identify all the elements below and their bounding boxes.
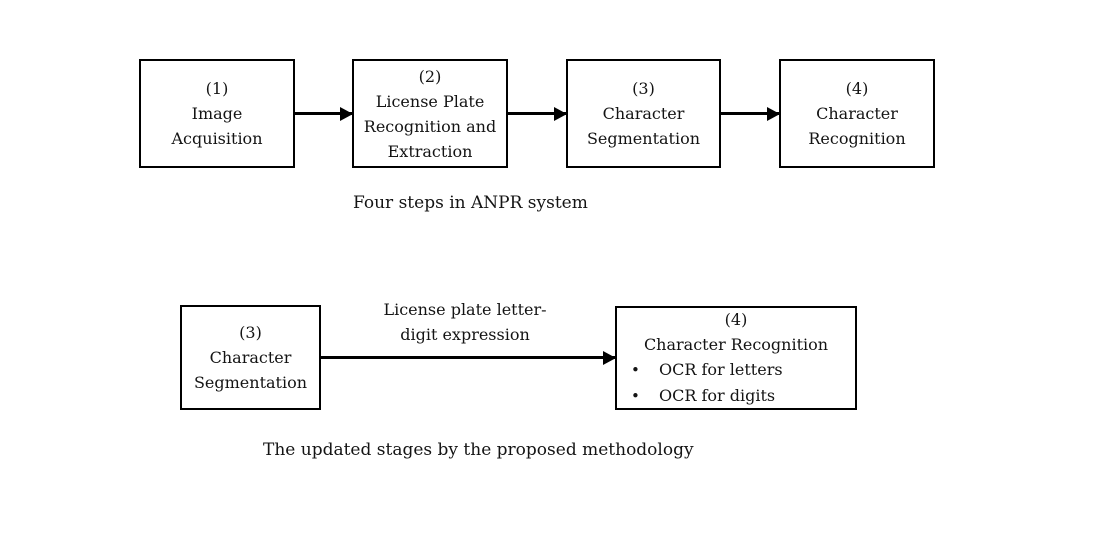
flow-box-image-acquisition: (1) Image Acquisition — [139, 59, 295, 168]
diagram2-caption: The updated stages by the proposed metho… — [263, 440, 694, 460]
updated-box-character-recognition: (4) Character Recognition • OCR for lett… — [615, 306, 857, 410]
box-label-line: Recognition — [808, 129, 906, 148]
box-label-line: Segmentation — [586, 129, 701, 148]
arrow-label: License plate letter- digit expression — [340, 297, 590, 347]
box-label-line: Extraction — [387, 141, 473, 161]
box-number: (2) — [418, 66, 442, 86]
bullet-icon: • — [631, 361, 640, 379]
bullet-text: OCR for letters — [659, 360, 783, 379]
arrow-right-icon — [720, 112, 779, 115]
box-label-line: Acquisition — [171, 129, 263, 148]
box-number: (4) — [845, 79, 869, 98]
flow-box-character-recognition: (4) Character Recognition — [779, 59, 935, 168]
arrow-label-line: License plate letter- — [383, 300, 547, 319]
list-item: • OCR for letters — [619, 357, 853, 383]
box-label-line: Segmentation — [193, 373, 308, 392]
bullet-text: OCR for digits — [659, 386, 776, 405]
box-label-line: License Plate — [375, 91, 485, 111]
box-label-line: Character — [209, 348, 292, 367]
bullet-icon: • — [631, 387, 640, 405]
box-label-line: Character — [602, 104, 685, 123]
flow-box-plate-recognition: (2) License Plate Recognition and Extrac… — [352, 59, 508, 168]
box-label-line: Character — [816, 104, 898, 123]
arrow-right-icon — [507, 112, 566, 115]
ocr-bullet-list: • OCR for letters • OCR for digits — [619, 357, 853, 409]
box-number: (3) — [239, 323, 262, 342]
box-label-line: Image — [191, 104, 243, 123]
updated-box-character-segmentation: (3) Character Segmentation — [180, 305, 321, 410]
box-number: (1) — [205, 79, 229, 98]
arrow-label-line: digit expression — [400, 325, 530, 344]
box-title: Character Recognition — [643, 335, 829, 354]
arrow-right-icon — [294, 112, 352, 115]
flow-box-character-segmentation: (3) Character Segmentation — [566, 59, 721, 168]
arrow-right-icon — [321, 356, 615, 359]
box-label-line: Recognition and — [363, 116, 497, 136]
diagram1-caption: Four steps in ANPR system — [353, 193, 588, 213]
box-number: (4) — [724, 310, 748, 329]
box-number: (3) — [632, 79, 655, 98]
list-item: • OCR for digits — [619, 383, 853, 409]
